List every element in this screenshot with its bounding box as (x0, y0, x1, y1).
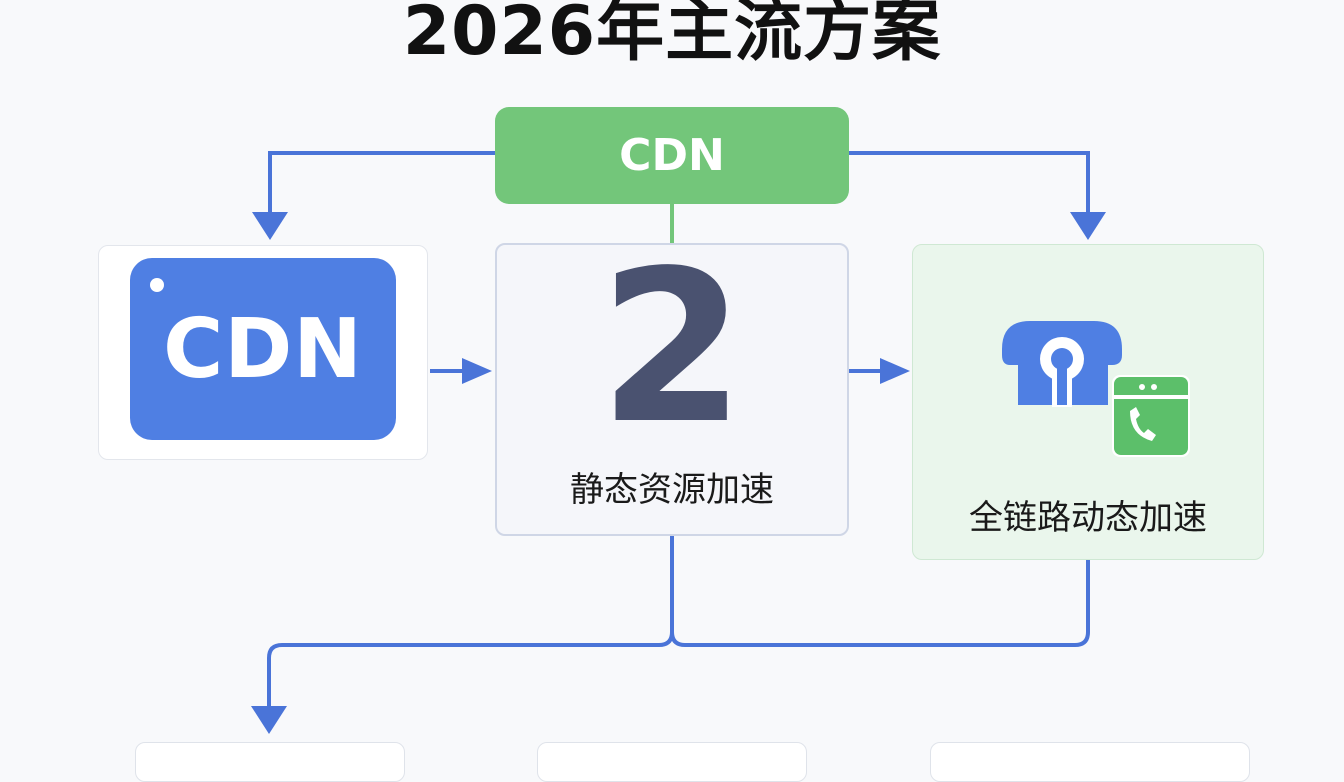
middle-node-label: 静态资源加速 (570, 470, 774, 510)
arrowhead-bottom-left (251, 706, 287, 734)
line-middle-down (267, 536, 674, 712)
arrowhead-middle-right (880, 358, 910, 384)
arrow-top-to-right (849, 151, 1090, 222)
line-right-down (670, 560, 1090, 647)
middle-node-card (495, 243, 849, 536)
arrowhead-top-left (252, 212, 288, 240)
arrow-top-to-left (268, 151, 495, 222)
right-node-label: 全链路动态加速 (969, 498, 1207, 538)
home-phone-icon (1002, 321, 1190, 457)
big-number: 2 (598, 225, 746, 470)
connector-lines (251, 151, 1106, 734)
cdn-chip: CDN (130, 258, 396, 440)
bottom-card-middle (537, 742, 807, 782)
chip-dot (150, 278, 164, 292)
cdn-top-node: CDN (495, 107, 849, 204)
bottom-card-left (135, 742, 405, 782)
arrowhead-top-right (1070, 212, 1106, 240)
arrowhead-left-middle (462, 358, 492, 384)
bottom-card-right (930, 742, 1250, 782)
page-title: 2026年主流方案 (402, 0, 942, 71)
